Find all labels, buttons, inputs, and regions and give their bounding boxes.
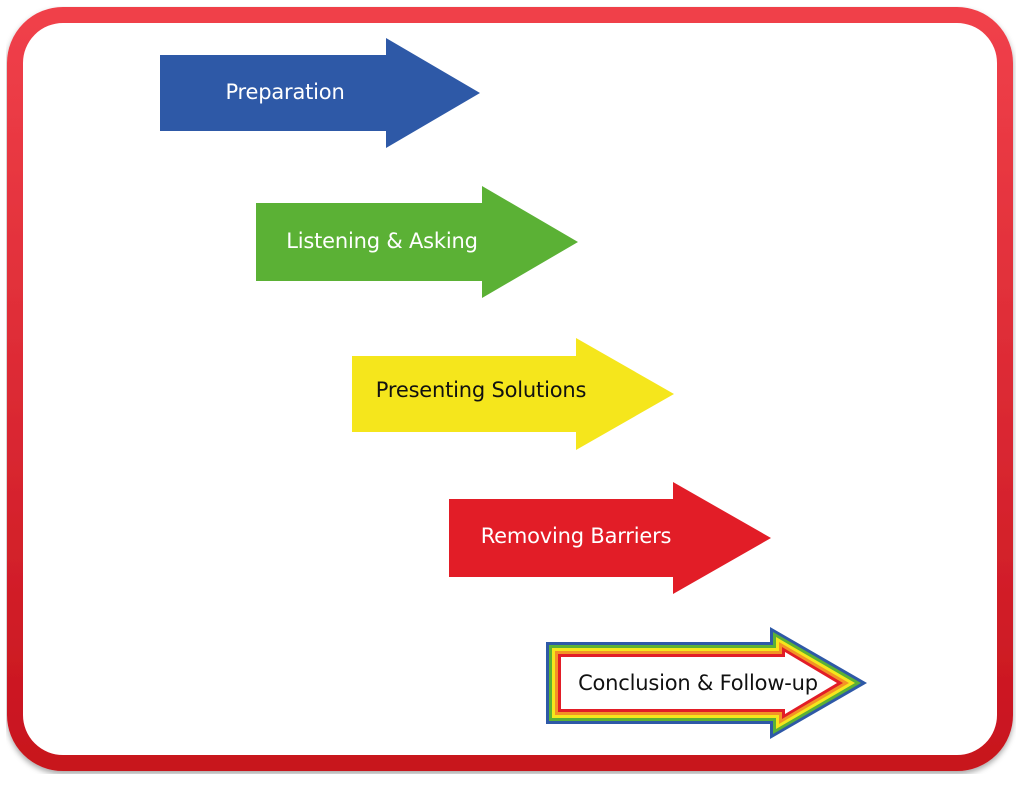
arrow-shape [160,38,480,148]
step-arrow-listening-asking [256,186,578,298]
step-label-preparation: Preparation [225,80,345,104]
arrow-inner-fill [561,652,837,714]
step-arrow-presenting-solutions [352,338,674,450]
step-arrow-removing-barriers [449,482,771,594]
step-label-conclusion-follow-up: Conclusion & Follow-up [578,671,818,695]
arrow-shape [256,186,578,298]
step-label-listening-asking: Listening & Asking [286,229,478,253]
step-label-removing-barriers: Removing Barriers [480,524,672,548]
step-arrow-preparation [160,38,480,148]
step-arrow-conclusion-follow-up [546,627,867,739]
arrow-shape [449,482,771,594]
arrow-shape [352,338,674,450]
step-label-presenting-solutions: Presenting Solutions [375,378,587,402]
